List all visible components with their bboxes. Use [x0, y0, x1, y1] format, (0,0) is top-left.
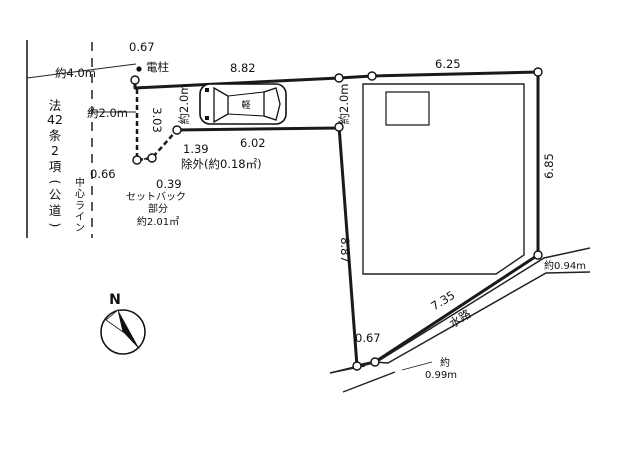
boundary-point [130, 75, 140, 85]
boundary-point [533, 250, 543, 260]
car-icon: 軽 [199, 83, 287, 125]
dim-driveway-bottom: 6.02 [240, 136, 266, 150]
building-inset [385, 91, 430, 126]
waterway-bottom-edge [342, 371, 396, 393]
road-name-char: 条 [49, 128, 62, 143]
road-name-char: 2 [51, 143, 59, 158]
road-width-dimension-line [26, 63, 137, 79]
excluded-area-label: 除外(約0.18㎡) [181, 157, 262, 171]
road-name-char: 道 [49, 203, 62, 218]
setback-boundary [135, 89, 178, 162]
boundary-point [147, 153, 157, 163]
boundary-points [130, 67, 543, 371]
setback-width-label: 約2.0m [87, 106, 128, 120]
dim-left-short: 3.03 [150, 107, 164, 133]
road-name-char: 項 [49, 159, 62, 174]
road-name-char: ( [48, 180, 63, 185]
waterway-width-leader [401, 361, 433, 371]
building-footprint [362, 83, 525, 275]
setback-area-line1: セットバック [126, 191, 186, 203]
centerline-char: ン [75, 223, 85, 234]
boundary-point [370, 357, 380, 367]
boundary-point [533, 67, 543, 77]
centerline-char: ラ [75, 200, 85, 212]
centerline-char: 中 [75, 176, 85, 189]
road-name-char: ) [48, 223, 63, 228]
dim-bottom-left-corner: 0.67 [355, 331, 381, 345]
car-label: 軽 [241, 100, 250, 111]
dim-left-bottom-b: 0.39 [156, 177, 182, 191]
waterway-upper-edge [371, 247, 591, 366]
dim-driveway-top: 8.82 [230, 61, 256, 75]
boundary-point [334, 73, 344, 83]
setback-area-line3: 約2.01㎡ [137, 215, 179, 228]
road-name-label: 法 42 条 2 項 ( 公 道 ) [47, 98, 63, 227]
dim-driveway-width-left: 約2.0m [177, 84, 191, 125]
road-name-char: 法 [49, 98, 62, 113]
dim-lower-left-side: 8.87 [338, 237, 352, 263]
dim-diag-1: 1.39 [183, 142, 209, 156]
boundary-point [352, 361, 362, 371]
dim-left-bottom-a: 0.66 [90, 167, 116, 181]
dim-top-left-corner: 0.67 [129, 40, 155, 54]
dim-driveway-width-right: 約2.0m [337, 84, 351, 125]
utility-pole-label: 電柱 [146, 60, 169, 74]
setback-area-line2: 部分 [148, 202, 168, 215]
road-name-char: 42 [47, 112, 63, 127]
centerline-label: 中 心 ラ イ ン [75, 176, 85, 234]
centerline-char: イ [75, 212, 85, 223]
road-name-char: 公 [49, 187, 62, 202]
boundary-point [367, 71, 377, 81]
boundary-point [334, 122, 344, 132]
waterway-width-bottom-2: 0.99m [425, 370, 457, 381]
waterway-width-right: 約0.94m [544, 259, 586, 272]
compass-needle-dark [118, 310, 140, 350]
road-width-label: 約4.0m [55, 66, 96, 80]
dim-right-side: 6.85 [542, 153, 556, 179]
dim-top-right: 6.25 [435, 57, 461, 71]
north-compass: N [100, 292, 146, 355]
boundary-point [172, 125, 182, 135]
compass-north-label: N [109, 292, 121, 308]
utility-pole-marker [136, 66, 142, 72]
waterway-label: 水路 [446, 306, 473, 330]
compass-needle-light [105, 309, 124, 333]
centerline-char: 心 [75, 188, 85, 200]
waterway-width-bottom-1: 約 [440, 356, 450, 369]
boundary-point [132, 155, 142, 165]
